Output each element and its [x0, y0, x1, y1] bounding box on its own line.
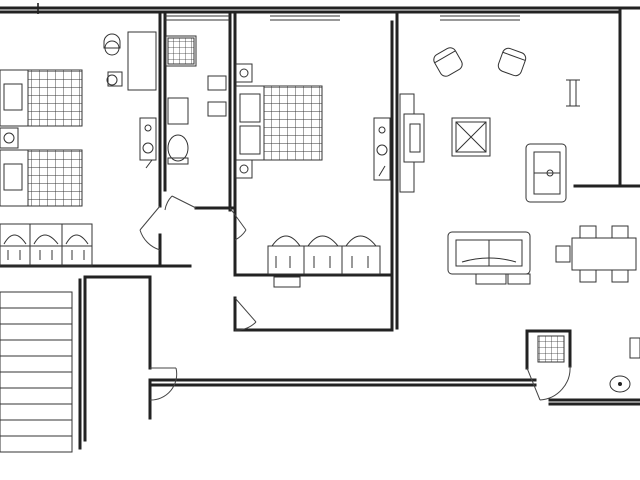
bathroom-walls	[163, 10, 237, 277]
chair-icon	[103, 33, 121, 56]
radiator-icon	[373, 117, 391, 181]
exterior-walls	[0, 3, 640, 188]
armchair-icon	[497, 47, 527, 77]
corridor-walls	[78, 275, 640, 450]
chair-icon	[106, 71, 123, 87]
bedroom-middle-walls	[233, 10, 399, 332]
bidet-icon	[207, 75, 227, 117]
wardrobe-icon	[267, 235, 381, 275]
sofa-icon	[525, 143, 567, 203]
door-swing-icon	[139, 205, 161, 251]
bed-icon	[235, 85, 323, 161]
door-swing-icon	[234, 276, 301, 331]
nightstand-icon	[0, 127, 19, 149]
window-marks	[165, 15, 580, 107]
tv-unit-icon	[399, 93, 425, 193]
door-swing-icon	[149, 365, 571, 401]
shower-icon	[165, 35, 197, 67]
sink-icon	[167, 97, 189, 125]
toilet-icon	[167, 134, 189, 165]
bedroom-left-walls	[0, 10, 192, 268]
nightstand-icon	[235, 63, 253, 179]
door-swing-icon	[164, 195, 247, 241]
wardrobe-icon	[0, 223, 93, 267]
stove-icon	[537, 335, 565, 363]
sink-icon	[609, 337, 640, 393]
sofa-icon	[447, 231, 531, 285]
bed-icon	[0, 69, 83, 127]
coffee-table-icon	[451, 117, 491, 157]
armchair-icon	[433, 47, 463, 77]
stairs-icon	[0, 291, 73, 453]
bed-icon	[0, 149, 83, 207]
radiator-icon	[139, 117, 157, 169]
desk-icon	[127, 31, 157, 91]
dining-table-icon	[555, 225, 637, 283]
